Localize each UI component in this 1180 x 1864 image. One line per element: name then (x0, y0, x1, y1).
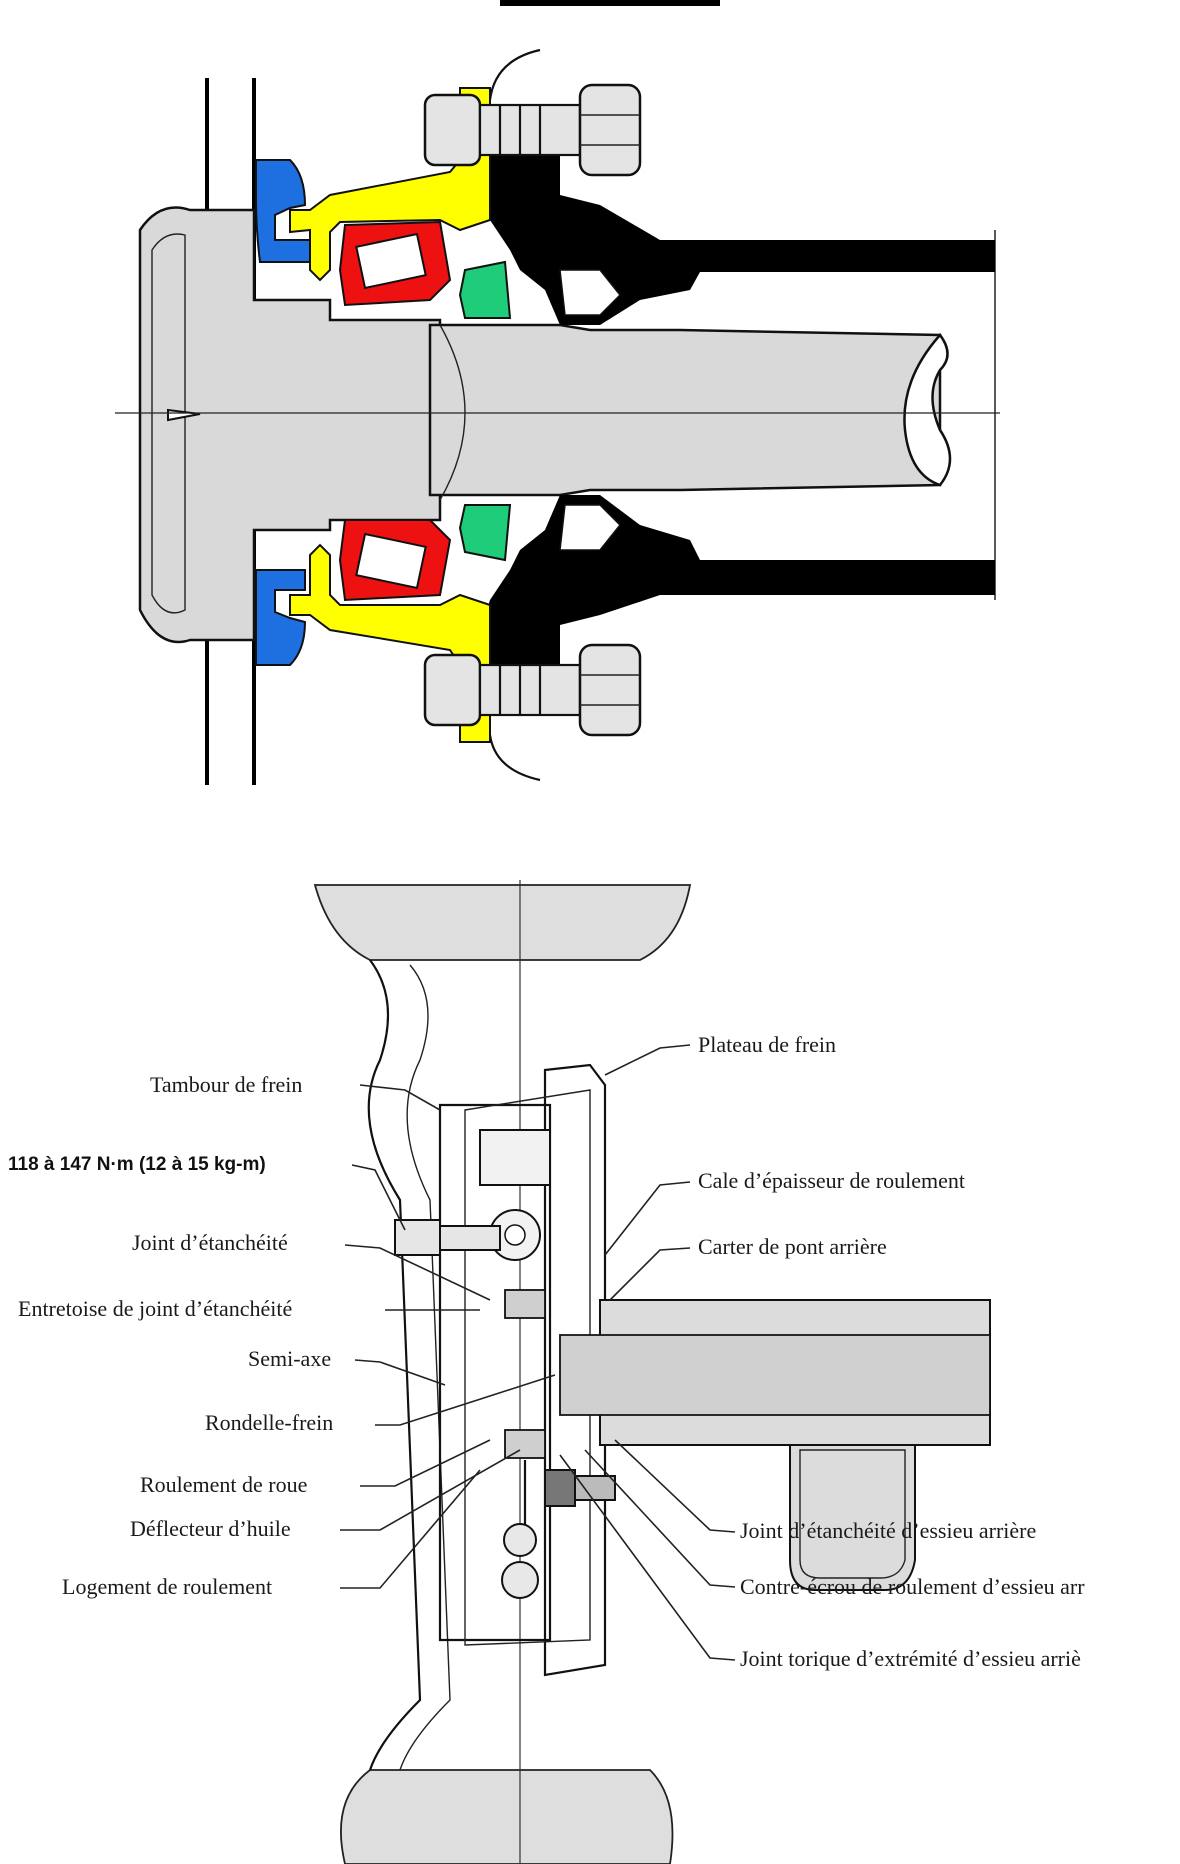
brake-plate-curve-upper (488, 48, 541, 101)
label-joint-etancheite: Joint d’étanchéité (132, 1230, 288, 1255)
bearing-housing-yellow-upper (289, 87, 491, 282)
lead-tambour (359, 1084, 441, 1111)
label-cale-epaisseur: Cale d’épaisseur de roulement (698, 1168, 965, 1193)
label-rondelle-frein: Rondelle-frein (205, 1410, 333, 1435)
tyre-bottom (340, 1769, 674, 1864)
lead-plateau (604, 1044, 691, 1076)
housing-cup-inner (799, 1449, 906, 1579)
lead-carter (609, 1247, 691, 1301)
lead-semi-axe (354, 1359, 446, 1386)
labelled-axle-drawing: Plateau de frein Tambour de frein 118 à … (8, 880, 1085, 1864)
adjuster-wheel-2 (501, 1561, 539, 1599)
label-joint-essieu: Joint d’étanchéité d’essieu arrière (740, 1518, 1036, 1543)
roller-lower (355, 532, 427, 590)
brake-plate-curve-lower (488, 734, 541, 782)
brake-drum (438, 1103, 552, 1642)
label-logement-roulement: Logement de roulement (62, 1574, 272, 1599)
casing-cavity-upper (559, 269, 622, 316)
top-marker (500, 0, 720, 6)
small-bearing-upper (504, 1289, 546, 1319)
label-joint-torique: Joint torique d’extrémité d’essieu arriè (740, 1646, 1081, 1671)
brake-plate-inner (464, 1089, 591, 1646)
hub-inner-contour (151, 233, 186, 614)
rim-profile (367, 959, 422, 1771)
label-couple-serrage: 118 à 147 N·m (12 à 15 kg-m) (8, 1154, 266, 1175)
label-carter-pont: Carter de pont arrière (698, 1234, 887, 1259)
retainer-blue-lower (254, 569, 307, 666)
lead-joint-essieu (614, 1439, 736, 1533)
axle-shaft-end (903, 333, 952, 487)
lead-contre-ecrou (584, 1449, 736, 1588)
lead-joint-torique (559, 1454, 736, 1661)
lead-roulement (360, 1439, 491, 1487)
lower-bolt (544, 1469, 616, 1507)
small-bearing-lower (504, 1429, 546, 1459)
label-roulement-roue: Roulement de roue (140, 1472, 307, 1497)
semi-axle-shaft (559, 1334, 991, 1416)
adjuster-wheel-1 (503, 1523, 537, 1557)
housing-cup (789, 1444, 916, 1591)
lead-rondelle (375, 1374, 556, 1426)
washer-green-lower (458, 504, 512, 562)
label-entretoise-joint: Entretoise de joint d’étanchéité (18, 1296, 292, 1321)
lead-joint (344, 1244, 491, 1301)
colored-hub-cross-section (115, 0, 1000, 785)
label-plateau-de-frein: Plateau de frein (698, 1032, 836, 1057)
bolt-upper (423, 83, 642, 177)
lead-cale (604, 1181, 691, 1256)
roller-upper (355, 232, 427, 290)
casing-cavity-lower (559, 504, 622, 551)
lead-logement (340, 1469, 481, 1589)
rim-profile-inner (399, 964, 451, 1771)
bolt-lower (423, 643, 642, 737)
axle-end-dome (439, 324, 466, 501)
label-semi-axe: Semi-axe (248, 1346, 331, 1371)
washer-green-upper (458, 260, 512, 319)
axle-shaft (428, 323, 942, 497)
label-contre-ecrou: Contre-écrou de roulement d’essieu arr (740, 1574, 1085, 1599)
retainer-blue-upper (255, 159, 311, 263)
label-tambour-de-frein: Tambour de frein (150, 1072, 302, 1097)
hub-bolt (394, 1219, 501, 1256)
lead-couple (351, 1164, 406, 1231)
lead-deflecteur (340, 1449, 521, 1531)
wheel-cylinder (479, 1129, 551, 1261)
tyre-top (313, 884, 692, 961)
label-deflecteur-huile: Déflecteur d’huile (130, 1516, 291, 1541)
